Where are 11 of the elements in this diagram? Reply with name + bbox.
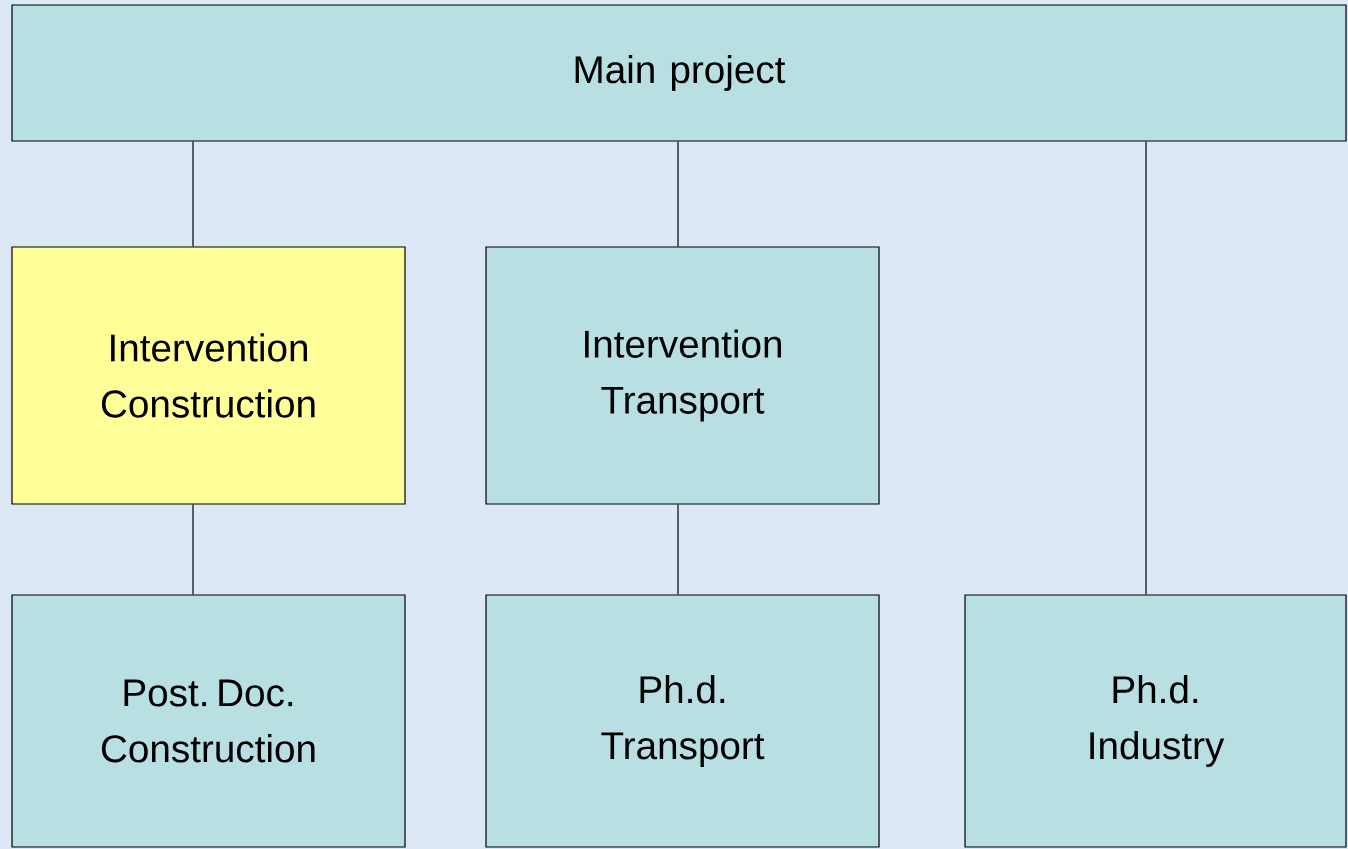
connector-line [677,504,679,595]
org-box: Post. Doc. Construction [11,594,406,848]
connector-line [192,504,194,595]
connector-line [1145,141,1147,595]
connector-line [192,141,194,247]
org-box: Main project [11,4,1347,142]
org-box: Intervention Transport [485,246,880,505]
org-box: Ph.d. Industry [964,594,1347,848]
connector-line [677,141,679,247]
org-box: Ph.d. Transport [485,594,880,848]
org-box: Intervention Construction [11,246,406,505]
